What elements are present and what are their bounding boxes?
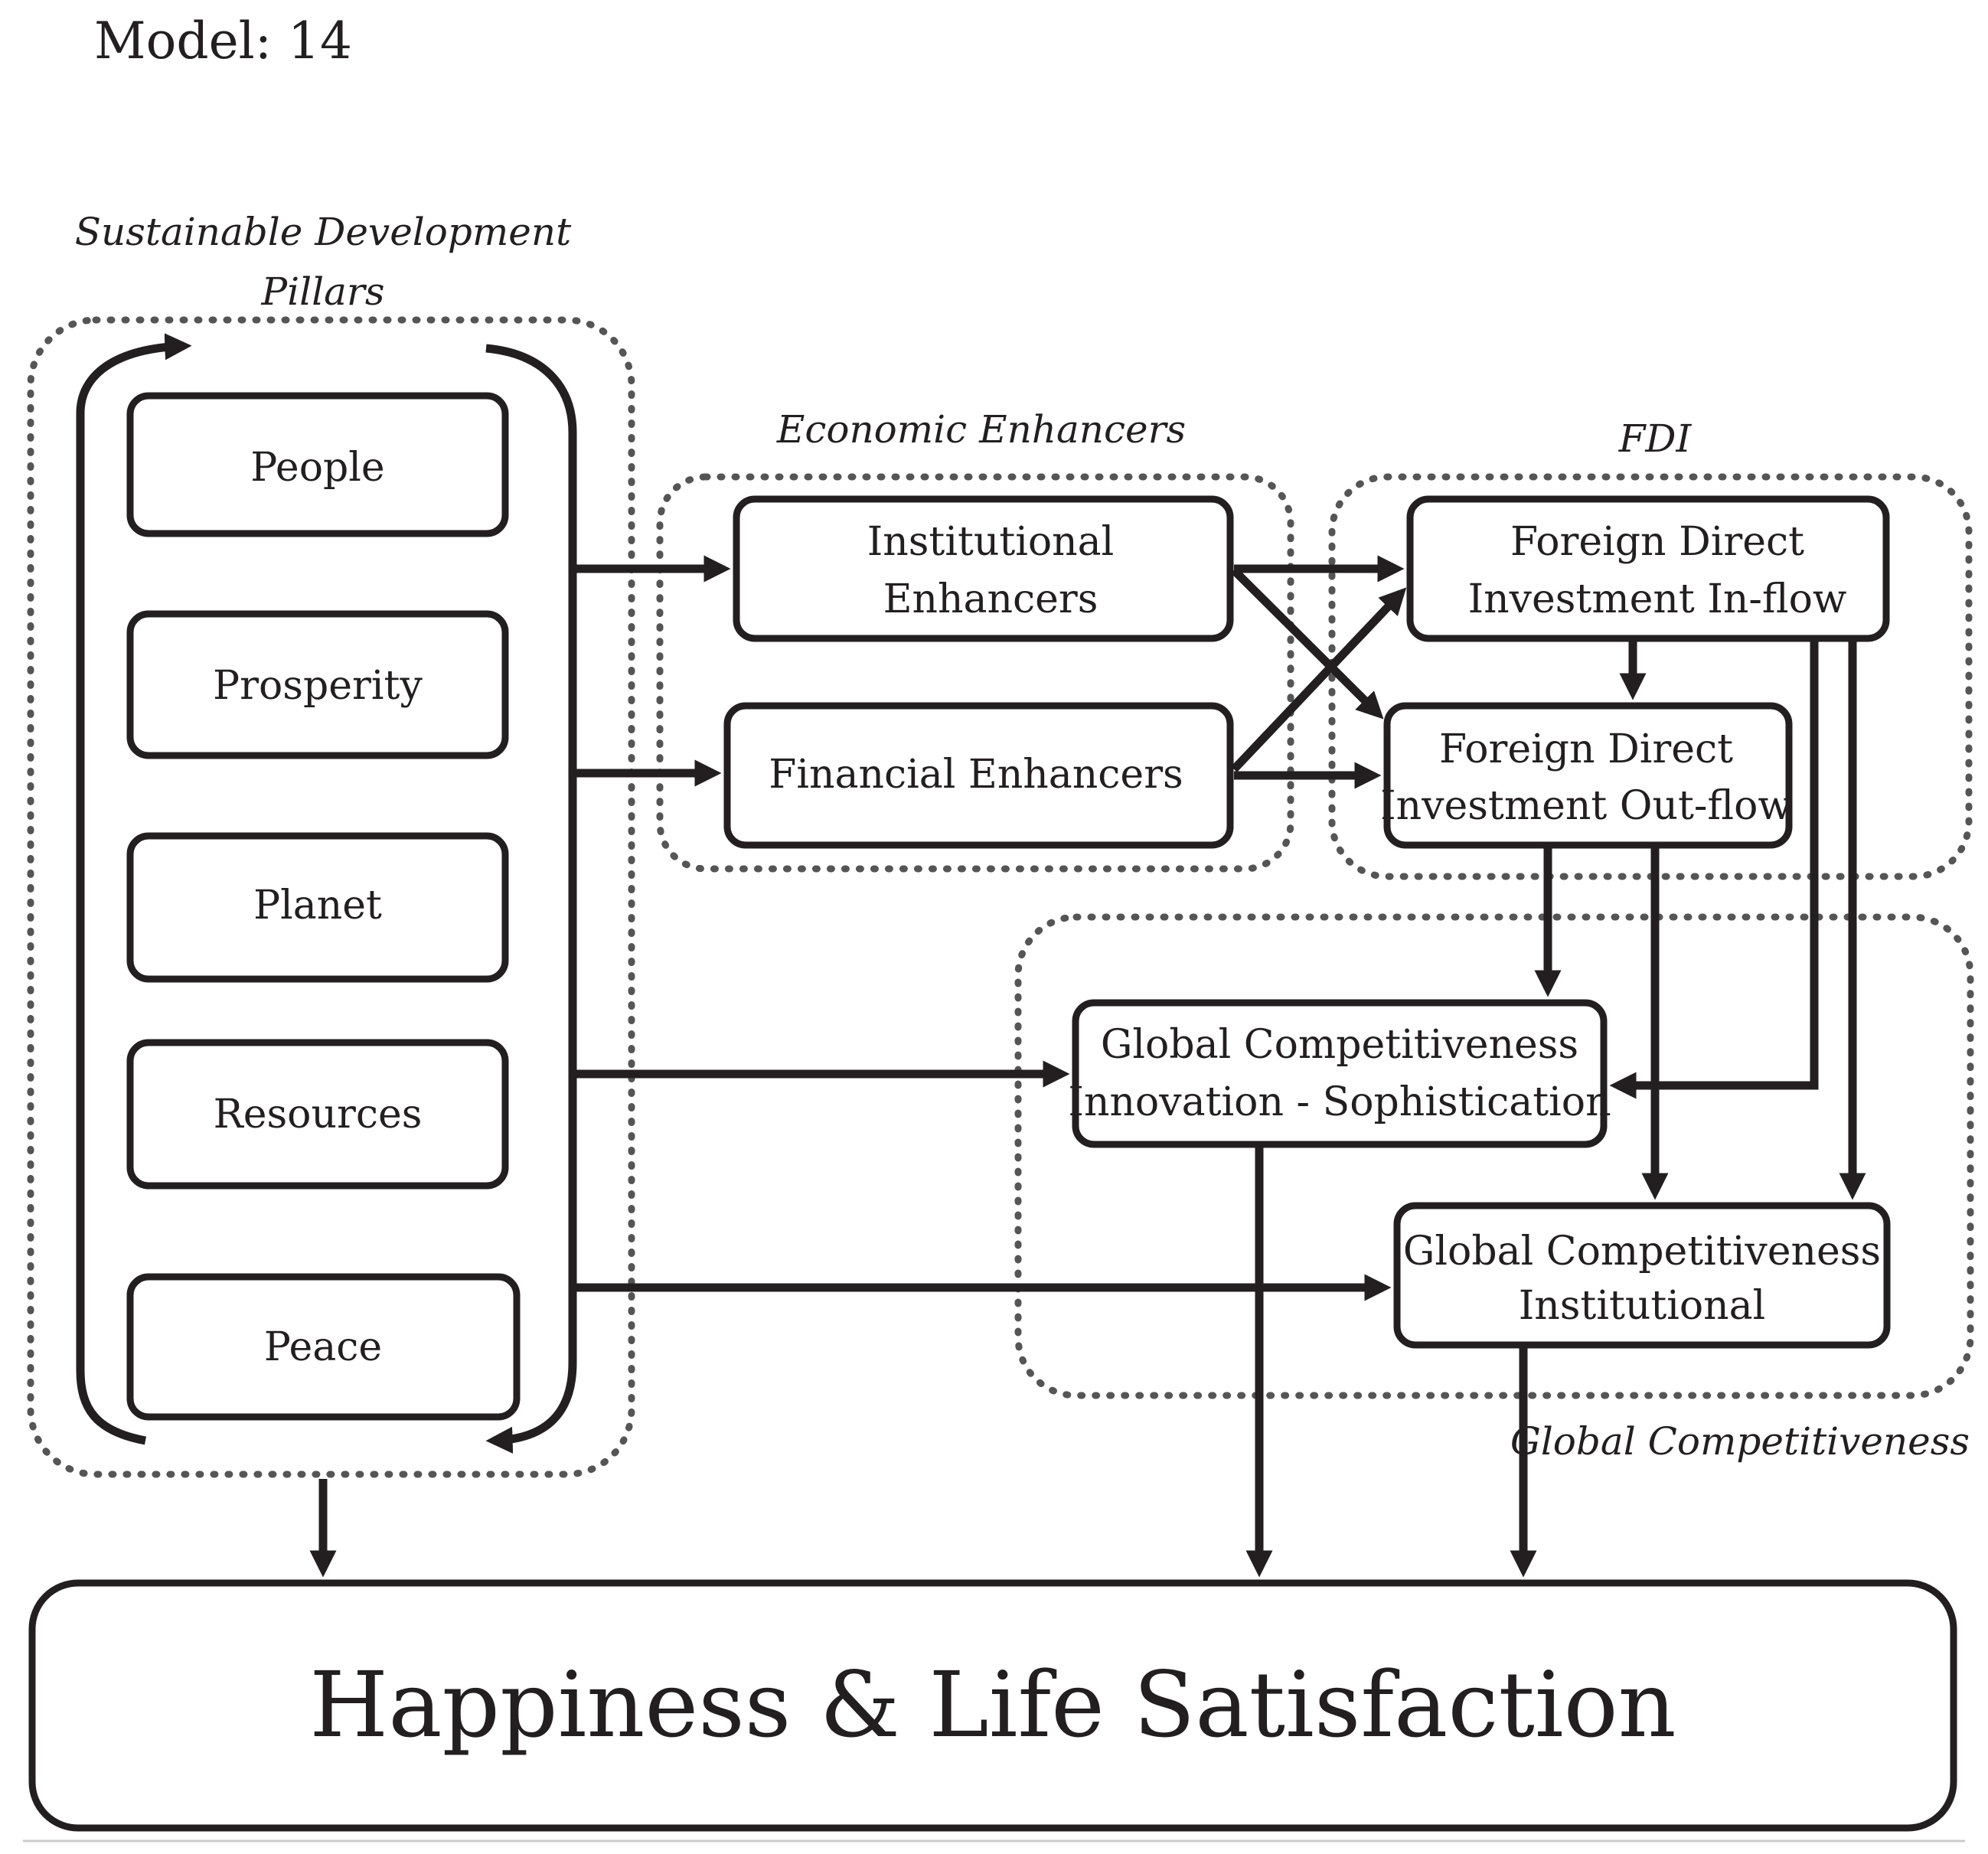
arrow-financial-enhancers-to-fdi-inflow [1231, 587, 1407, 772]
pillar-box-planet [126, 832, 509, 983]
pillar-label-peace: Peace [264, 1324, 382, 1370]
gc-innovation-label-line1: Global Competitiveness [1101, 1022, 1578, 1068]
outcome-box [28, 1579, 1957, 1832]
fdi-outflow-label-line1: Foreign Direct [1439, 726, 1733, 772]
economic-enhancers-group-label: Economic Enhancers [776, 407, 1186, 452]
pillar-label-people: People [250, 445, 384, 491]
pillar-box-people [126, 392, 509, 537]
gc-institutional-label-line1: Global Competitiveness [1403, 1229, 1881, 1275]
pillars-group-border [27, 316, 635, 1478]
fdi-inflow-box [1406, 495, 1890, 642]
pillar-label-planet: Planet [253, 883, 382, 929]
pillars-cycle-arrow-left [76, 333, 192, 1445]
fdi-outflow-box [1383, 702, 1793, 849]
pillars-group-label-line1: Sustainable Development [75, 210, 572, 254]
pillar-label-resources: Resources [214, 1092, 423, 1138]
arrow-fdi-inflow-to-gc-innovation [1609, 641, 1819, 1099]
pillars-cycle-arrow-right [485, 344, 577, 1454]
gc-innovation-label-line2: Innovation - Sophistication [1068, 1079, 1611, 1125]
fdi-group-border [1328, 473, 1973, 880]
pillar-box-peace [126, 1273, 521, 1421]
pillars-group-label-line2: Pillars [261, 269, 385, 314]
model-label: Model: 14 [94, 11, 352, 70]
fdi-outflow-label-line2: Investment Out-flow [1380, 783, 1792, 829]
global-competitiveness-group-label: Global Competitiveness [1510, 1419, 1970, 1464]
institutional-enhancers-box [733, 495, 1234, 642]
gc-institutional-label-line2: Institutional [1519, 1283, 1766, 1329]
gc-innovation-box [1072, 999, 1608, 1148]
financial-enhancers-label: Financial Enhancers [769, 752, 1183, 798]
institutional-enhancers-label-line1: Institutional [867, 519, 1115, 565]
institutional-enhancers-label-line2: Enhancers [883, 576, 1098, 622]
fdi-inflow-label-line1: Foreign Direct [1510, 519, 1804, 565]
pillar-box-prosperity [126, 610, 509, 759]
fdi-group-label: FDI [1618, 416, 1693, 461]
arrow-institutional-enhancers-to-fdi-outflow [1231, 567, 1384, 720]
fdi-inflow-label-line2: Investment In-flow [1468, 576, 1847, 622]
economic-enhancers-group-border [656, 473, 1294, 873]
pillar-label-prosperity: Prosperity [213, 663, 423, 709]
pillar-box-resources [126, 1039, 509, 1190]
financial-enhancers-box [723, 702, 1234, 849]
gc-institutional-box [1393, 1202, 1891, 1349]
global-competitiveness-group-border [1014, 913, 1974, 1399]
outcome-label: Happiness & Life Satisfaction [309, 1652, 1676, 1758]
